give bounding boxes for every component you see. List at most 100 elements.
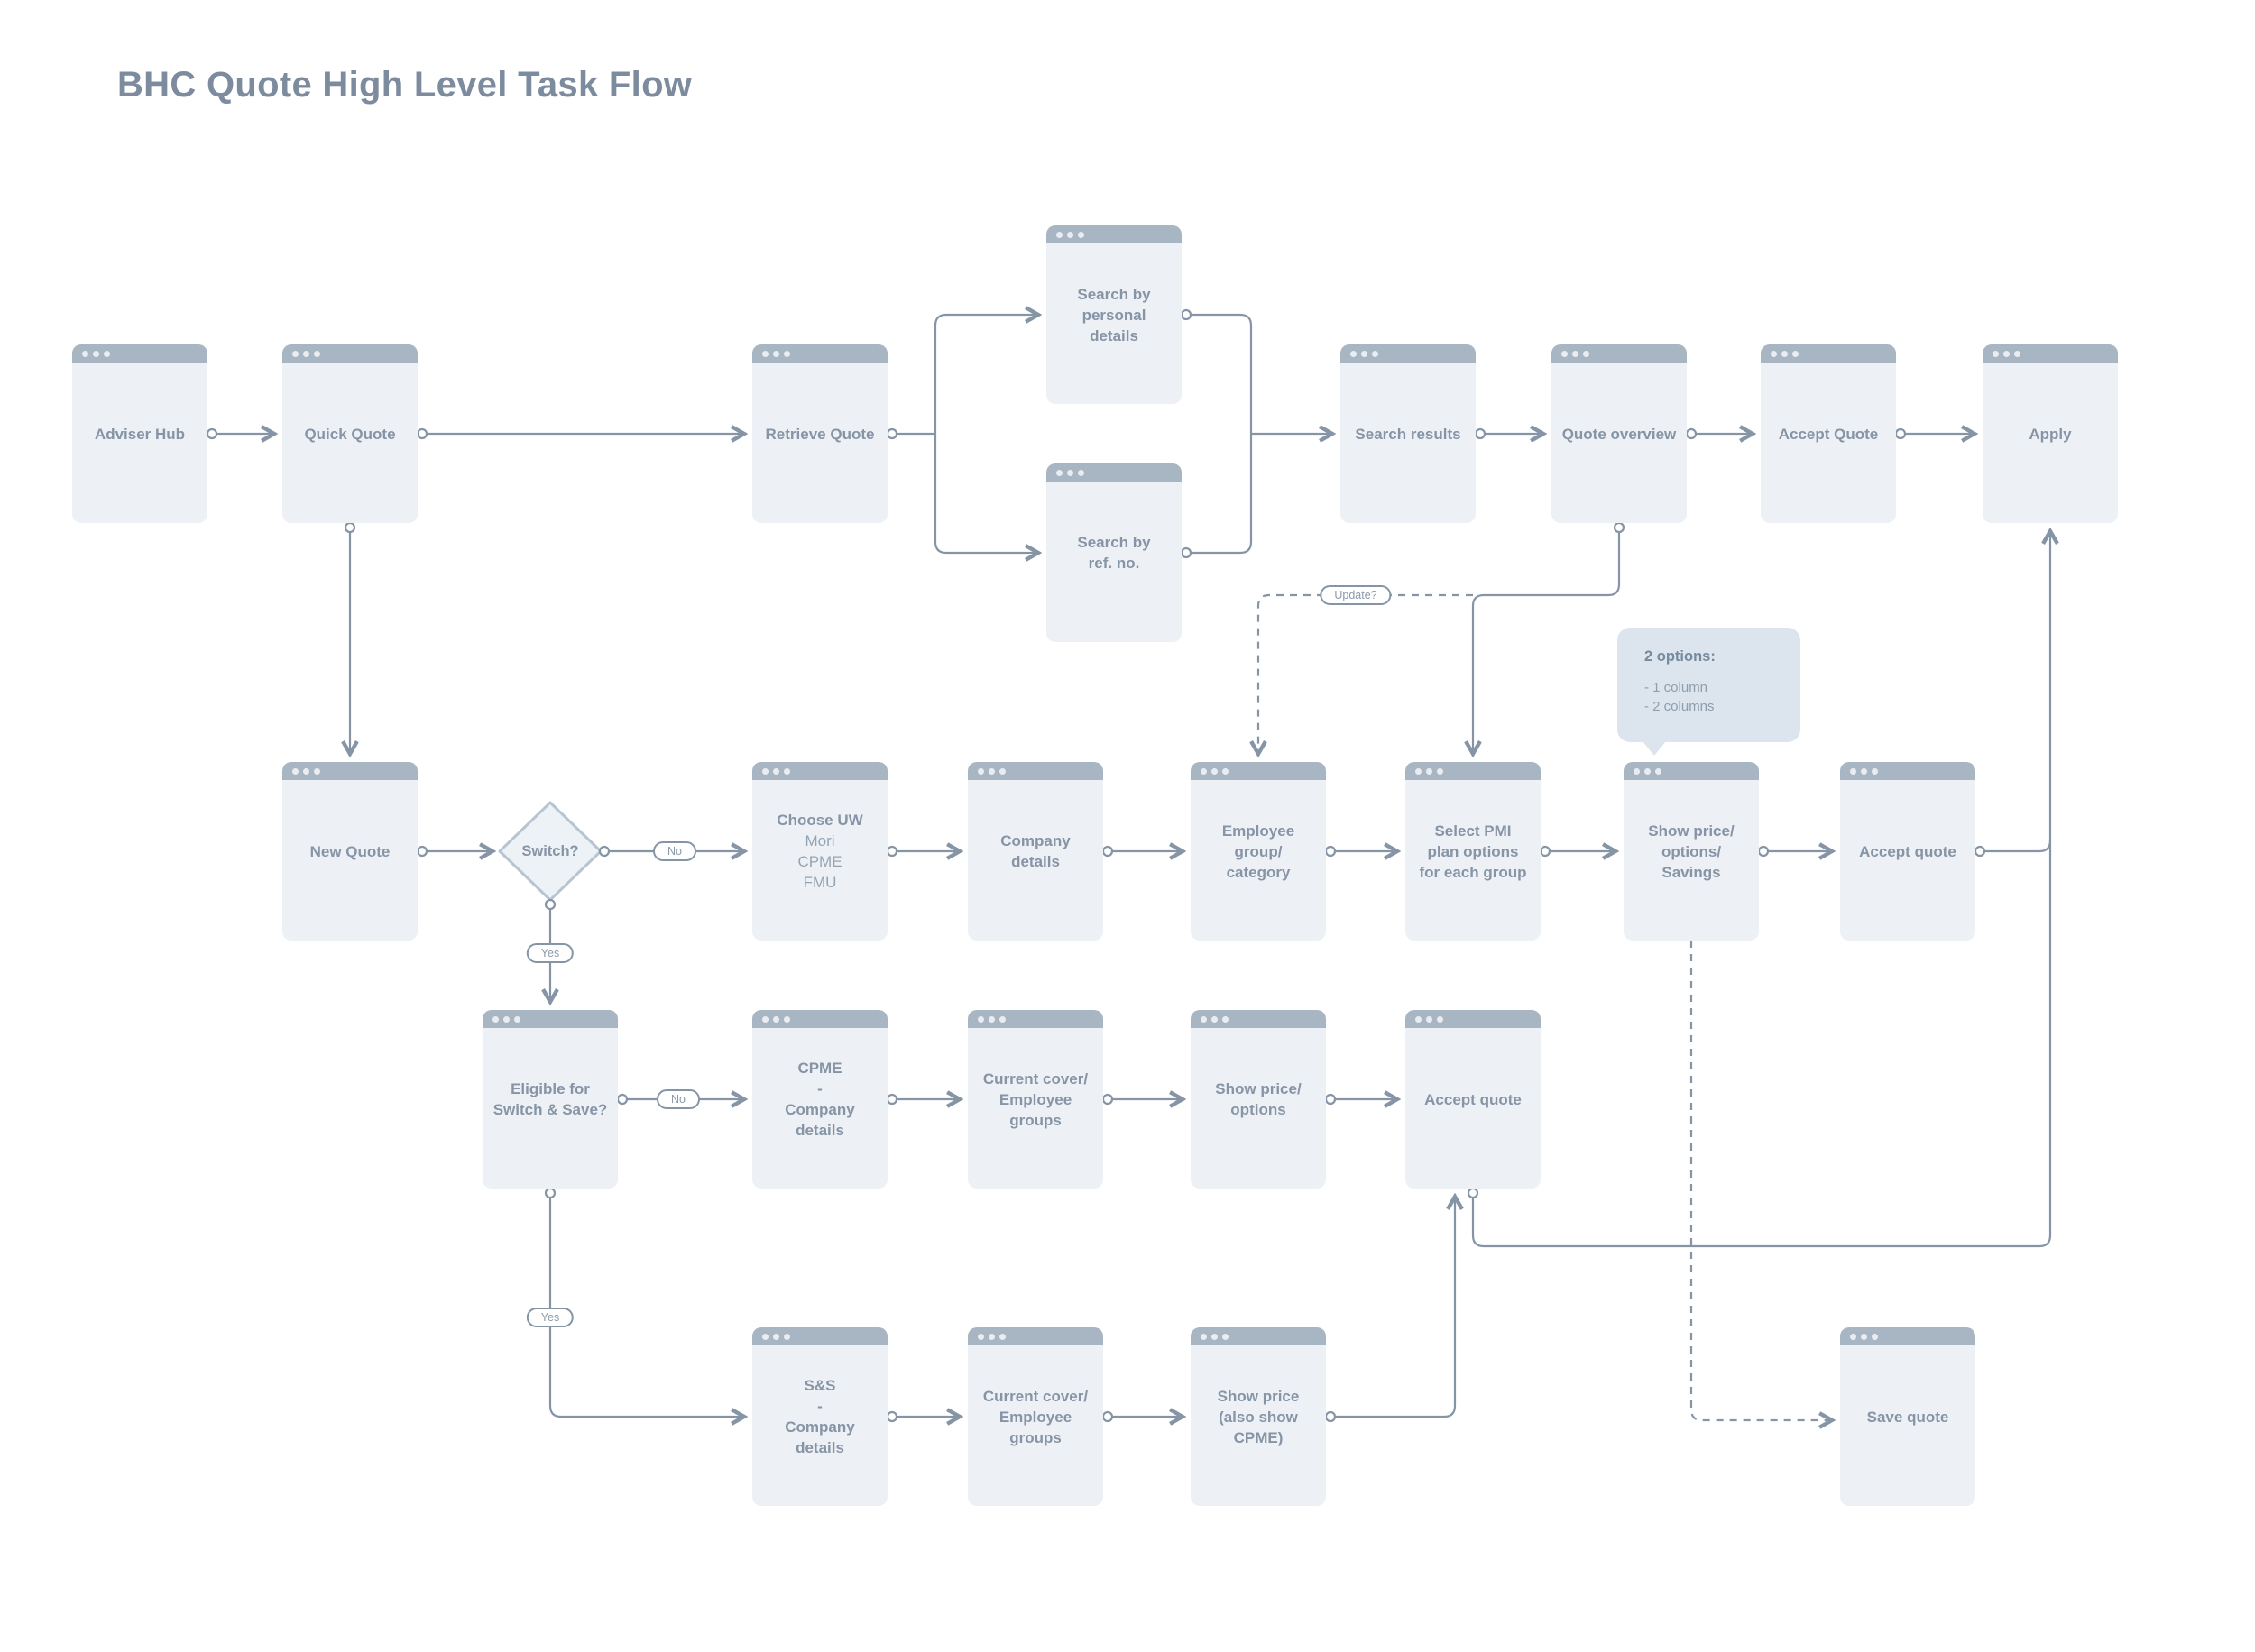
window-dot-icon	[1583, 350, 1589, 357]
node-text: Employee	[999, 1408, 1072, 1426]
window-titlebar	[1983, 344, 2118, 363]
node-text: details	[1011, 853, 1060, 870]
node-text: Company	[785, 1101, 855, 1118]
window-titlebar	[1191, 1010, 1326, 1028]
port	[616, 1093, 629, 1106]
port	[416, 845, 428, 858]
node-text: Savings	[1661, 863, 1721, 881]
port	[544, 1187, 557, 1199]
window-dot-icon	[762, 767, 769, 775]
window-dot-icon	[1372, 350, 1378, 357]
window-dot-icon	[784, 1015, 790, 1023]
window-dot-icon	[1201, 1333, 1207, 1340]
callout-heading: 2 options:	[1644, 648, 1716, 665]
window-titlebar	[1191, 762, 1326, 780]
node-select-pmi-plan-options: Select PMI plan options for each group	[1405, 762, 1541, 941]
window-titlebar	[282, 762, 418, 780]
window-dot-icon	[1211, 767, 1218, 775]
edge-eligible-ss	[548, 1198, 744, 1417]
window-titlebar	[1046, 463, 1182, 482]
window-dot-icon	[1572, 350, 1578, 357]
node-search-by-ref-no: Search by ref. no.	[1046, 463, 1182, 642]
window-titlebar	[1191, 1327, 1326, 1345]
node-text: Accept quote	[1859, 842, 1956, 860]
window-dot-icon	[314, 767, 320, 775]
window-dot-icon	[514, 1015, 520, 1023]
window-dot-icon	[1644, 767, 1651, 775]
node-current-cover-mid: Current cover/ Employee groups	[968, 1010, 1103, 1189]
window-dot-icon	[1201, 767, 1207, 775]
node-text: options/	[1661, 842, 1722, 860]
window-titlebar	[1405, 762, 1541, 780]
node-text: Employee	[999, 1090, 1072, 1108]
window-dot-icon	[1426, 1015, 1432, 1023]
window-dot-icon	[999, 767, 1006, 775]
node-choose-uw: Choose UW Mori CPME FMU	[752, 762, 888, 941]
window-dot-icon	[1361, 350, 1367, 357]
node-show-price-cpme: Show price (also show CPME)	[1191, 1327, 1326, 1506]
window-titlebar	[752, 344, 888, 363]
node-label: Accept quote	[1411, 1010, 1535, 1189]
window-dot-icon	[762, 1333, 769, 1340]
window-dot-icon	[1861, 1333, 1867, 1340]
window-titlebar	[968, 762, 1103, 780]
node-quick-quote: Quick Quote	[282, 344, 418, 523]
node-apply: Apply	[1983, 344, 2118, 523]
window-dot-icon	[503, 1015, 510, 1023]
window-titlebar	[1840, 1327, 1975, 1345]
port	[1101, 1410, 1114, 1423]
node-text: details	[796, 1439, 844, 1456]
node-text: Eligible for	[511, 1080, 590, 1097]
port	[416, 427, 428, 440]
window-dot-icon	[1415, 1015, 1422, 1023]
node-text: plan options	[1427, 842, 1519, 860]
node-label: Select PMI plan options for each group	[1411, 762, 1535, 941]
window-dot-icon	[1561, 350, 1568, 357]
node-text: Show price/	[1215, 1080, 1302, 1097]
node-text: category	[1226, 863, 1291, 881]
window-titlebar	[1551, 344, 1687, 363]
node-label: Employee group/ category	[1196, 762, 1321, 941]
node-text: Current cover/	[982, 1387, 1089, 1405]
window-dot-icon	[1222, 1015, 1229, 1023]
window-dot-icon	[1415, 767, 1422, 775]
port	[1324, 845, 1337, 858]
port	[1474, 427, 1486, 440]
node-show-price-options: Show price/ options	[1191, 1010, 1326, 1189]
port	[1894, 427, 1907, 440]
port	[886, 427, 898, 440]
port	[1974, 845, 1986, 858]
node-text: Current cover/	[982, 1069, 1089, 1088]
node-text: Search by	[1077, 534, 1151, 551]
window-dot-icon	[773, 1333, 779, 1340]
port	[1180, 308, 1192, 321]
window-dot-icon	[773, 1015, 779, 1023]
node-text: Switch & Save?	[492, 1101, 608, 1118]
window-dot-icon	[1437, 1015, 1443, 1023]
window-titlebar	[1761, 344, 1896, 363]
window-dot-icon	[1056, 469, 1063, 476]
window-dot-icon	[303, 350, 309, 357]
node-text: Show price	[1217, 1387, 1300, 1405]
window-dot-icon	[762, 1015, 769, 1023]
window-dot-icon	[989, 1015, 995, 1023]
callout-tail	[1643, 741, 1666, 756]
node-text: groups	[1009, 1111, 1062, 1129]
node-text: Retrieve Quote	[765, 425, 875, 443]
ports-layer	[206, 308, 1986, 1423]
node-search-results: Search results	[1340, 344, 1476, 523]
node-label: Search by personal details	[1052, 225, 1176, 404]
edge-retrieve-searchref	[934, 434, 1038, 553]
window-dot-icon	[1201, 1015, 1207, 1023]
window-dot-icon	[1655, 767, 1661, 775]
node-text: Search results	[1355, 425, 1461, 443]
window-titlebar	[1046, 225, 1182, 243]
window-dot-icon	[1222, 767, 1229, 775]
window-titlebar	[483, 1010, 618, 1028]
window-titlebar	[968, 1010, 1103, 1028]
port	[1324, 1410, 1337, 1423]
port	[344, 521, 356, 534]
port	[598, 845, 611, 858]
window-dot-icon	[773, 350, 779, 357]
